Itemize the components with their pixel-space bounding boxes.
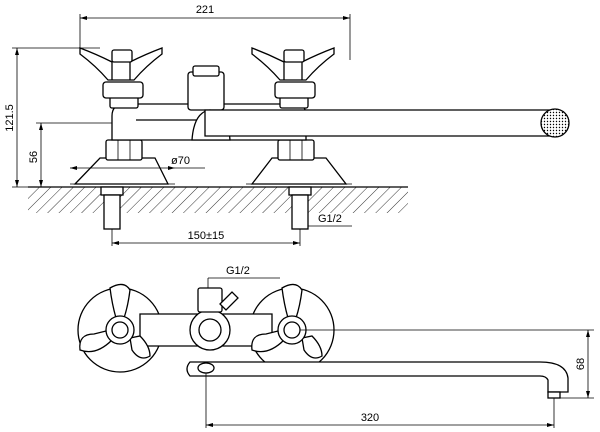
dimension-spout-offset: 68 — [300, 329, 594, 399]
dimension-spout-length: 320 — [205, 373, 555, 428]
left-cross-handle[interactable] — [79, 47, 163, 81]
dimension-flange-diameter: ø70 — [70, 155, 205, 170]
dim-mount-height-label: 56 — [28, 151, 40, 163]
body-plan — [139, 287, 273, 351]
dimension-total-width: 221 — [79, 4, 351, 60]
dim-inlet-thread-label: G1/2 — [318, 213, 342, 225]
dim-total-width-label: 221 — [196, 4, 214, 16]
dim-flange-diameter-label: ø70 — [171, 155, 190, 167]
dim-spout-length-label: 320 — [361, 412, 379, 424]
dimension-height: 121.5 — [4, 47, 100, 188]
callout-top-thread: G1/2 — [207, 265, 280, 290]
left-inlet-pipe — [100, 186, 124, 230]
callout-inlet-thread: G1/2 — [307, 213, 352, 227]
right-flange — [246, 157, 352, 185]
aerator — [540, 108, 570, 138]
left-flange — [70, 157, 175, 185]
dim-spout-offset-label: 68 — [575, 358, 587, 370]
dim-height-label: 121.5 — [4, 104, 16, 132]
dim-center-distance-label: 150±15 — [188, 230, 225, 242]
right-inlet-pipe — [288, 186, 312, 230]
wall-surface — [28, 186, 408, 213]
right-cross-handle[interactable] — [251, 47, 335, 81]
right-hex-nut — [277, 139, 315, 161]
right-valve-stem — [274, 81, 316, 109]
spout — [204, 108, 570, 138]
spout-plan — [186, 361, 569, 399]
left-cross-handle-plan[interactable] — [79, 283, 151, 359]
dimension-center-distance: 150±15 — [111, 229, 301, 246]
left-valve-stem — [102, 81, 144, 109]
left-hex-nut — [105, 139, 143, 161]
dimension-mount-height: 56 — [28, 122, 130, 187]
dim-top-thread-label: G1/2 — [226, 265, 250, 277]
